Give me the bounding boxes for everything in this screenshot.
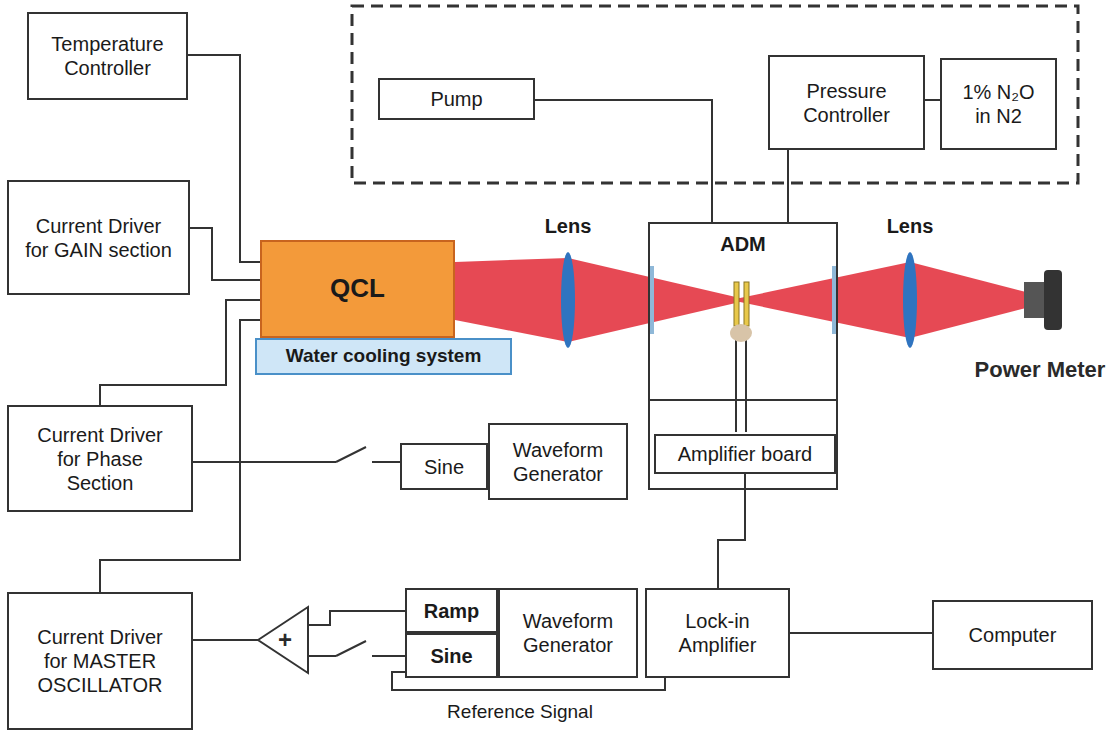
box-label: Pump: [430, 87, 482, 111]
text-holder: Pressure Controller: [780, 79, 913, 127]
box-label: Water cooling system: [286, 345, 482, 368]
power-meter-body: [1044, 270, 1062, 330]
box-label: QCL: [330, 273, 385, 304]
box-label: Current Driver for Phase Section: [23, 423, 177, 495]
wire: [790, 632, 932, 634]
tuning-fork-base: [730, 324, 752, 342]
wire: [718, 474, 745, 588]
text-holder: 1% N₂O in N2: [958, 80, 1039, 128]
lockin-box: Lock-in Amplifier: [645, 588, 790, 678]
laser-beam: [740, 262, 1026, 338]
driver-box: Current Driver for MASTER OSCILLATOR: [7, 592, 193, 730]
box-label: Sine: [424, 455, 464, 479]
text-holder: Computer: [969, 623, 1057, 647]
generator-box: Waveform Generator: [488, 423, 628, 500]
lens-symbol: [903, 252, 917, 348]
box-label: Lock-in Amplifier: [655, 609, 780, 657]
wire: [925, 99, 940, 101]
text-holder: Water cooling system: [286, 345, 482, 368]
text-holder: Current Driver for Phase Section: [23, 423, 177, 495]
summing-amplifier: [258, 607, 308, 673]
box-label: 1% N₂O in N2: [958, 80, 1039, 128]
text-holder: Current Driver for GAIN section: [25, 214, 172, 262]
text-holder: Amplifier board: [678, 442, 813, 466]
tuning-fork: [734, 282, 739, 326]
generator-box: Waveform Generator: [498, 588, 638, 678]
power-meter-head: [1024, 282, 1046, 318]
chamber-divider: [648, 399, 838, 401]
waveform-box: Sine: [400, 443, 488, 490]
part-label: Lens: [545, 214, 592, 238]
computer-box: Computer: [932, 600, 1093, 670]
tuning-fork: [744, 282, 749, 326]
text-holder: Waveform Generator: [498, 438, 618, 486]
text-holder: Temperature Controller: [37, 32, 178, 80]
text-holder: Pump: [430, 87, 482, 111]
box-label: Ramp: [424, 599, 480, 623]
signal-label: Reference Signal: [444, 701, 596, 723]
waveform-box: Sine: [405, 633, 498, 678]
part-label: Lens: [887, 214, 934, 238]
pump-box: Pump: [378, 78, 535, 120]
amplifier-box: Amplifier board: [654, 434, 836, 474]
wire: [535, 100, 712, 222]
box-label: Temperature Controller: [37, 32, 178, 80]
gas-box: 1% N₂O in N2: [940, 58, 1057, 150]
text-holder: Waveform Generator: [508, 609, 628, 657]
wire: [100, 300, 260, 405]
text-holder: QCL: [330, 273, 385, 304]
gas-system-frame: [352, 6, 1078, 183]
box-label: Computer: [969, 623, 1057, 647]
cooling-box: Water cooling system: [255, 338, 512, 375]
laser-box: QCL: [260, 240, 455, 338]
switch-gap: [336, 648, 372, 664]
lens-symbol: [561, 252, 575, 348]
box-label: Waveform Generator: [508, 609, 628, 657]
text-holder: Ramp: [424, 599, 480, 623]
wire: [190, 228, 260, 280]
part-label: Power Meter: [975, 357, 1106, 383]
box-label: Current Driver for GAIN section: [25, 214, 172, 262]
box-label: Current Driver for MASTER OSCILLATOR: [23, 625, 177, 697]
controller-box: Temperature Controller: [27, 12, 188, 100]
driver-box: Current Driver for Phase Section: [7, 405, 193, 512]
driver-box: Current Driver for GAIN section: [7, 180, 190, 295]
text-holder: Sine: [430, 644, 472, 668]
wire: [787, 150, 789, 222]
waveform-box: Ramp: [405, 588, 498, 633]
switch-gap: [336, 454, 372, 470]
text-holder: Sine: [424, 455, 464, 479]
box-label: ADM: [720, 232, 766, 256]
fork-lead: [745, 335, 747, 432]
box-label: Waveform Generator: [498, 438, 618, 486]
box-label: Pressure Controller: [780, 79, 913, 127]
operator-symbol: +: [278, 626, 292, 655]
box-label: Sine: [430, 644, 472, 668]
detector-box: ADM Amplifier board: [648, 222, 838, 490]
text-holder: Lock-in Amplifier: [655, 609, 780, 657]
fork-lead: [735, 335, 737, 432]
box-label: Amplifier board: [678, 442, 813, 466]
text-holder: ADM: [720, 232, 766, 256]
wire: [188, 55, 260, 262]
text-holder: Current Driver for MASTER OSCILLATOR: [23, 625, 177, 697]
switch-symbol: [336, 447, 366, 462]
laser-beam: [455, 258, 740, 342]
switch-symbol: [336, 641, 366, 656]
controller-box: Pressure Controller: [768, 55, 925, 150]
